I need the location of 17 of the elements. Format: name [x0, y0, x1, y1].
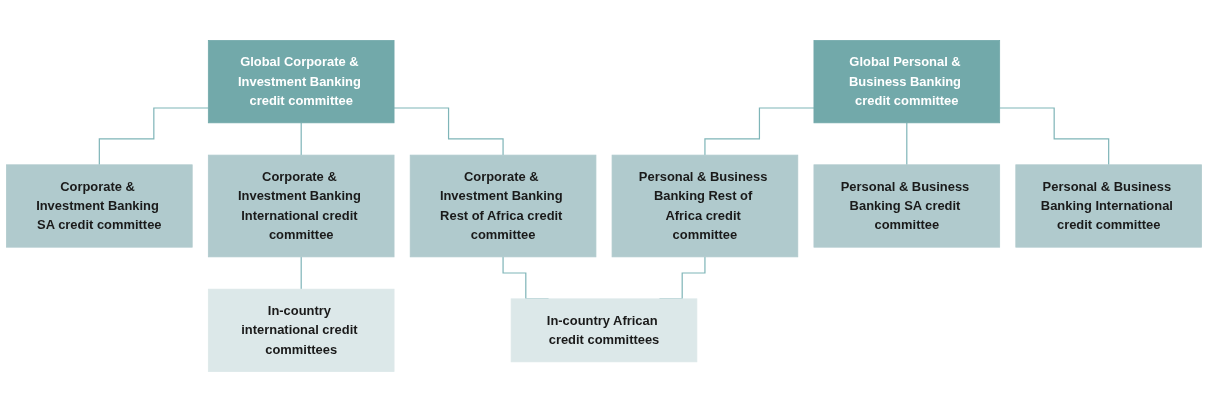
- node-box: Corporate & Investment Banking SA credit committee: [6, 164, 193, 248]
- node-box: Global Personal & Business Banking credit committee: [813, 40, 1001, 124]
- connector: [300, 256, 302, 290]
- connector: [300, 122, 302, 156]
- connector: [999, 107, 1110, 166]
- connector: [906, 122, 908, 166]
- connector: [704, 107, 815, 156]
- node-box: Corporate & Investment Banking Rest of Africa credit committee: [409, 154, 597, 258]
- node-box: Corporate & Investment Banking International credit committee: [207, 154, 395, 258]
- node-box: Personal & Business Banking International credit committee: [1015, 164, 1202, 248]
- node-box: Personal & Business Banking SA credit committee: [813, 164, 1001, 248]
- node-box: Personal & Business Banking Rest of Africa credit committee: [611, 154, 799, 258]
- connector: [98, 107, 209, 166]
- connector: [393, 107, 504, 156]
- node-box: In-country African credit committees: [510, 298, 698, 363]
- node-box: In-country international credit committees: [207, 288, 395, 372]
- node-box: Global Corporate & Investment Banking credit committee: [207, 40, 395, 124]
